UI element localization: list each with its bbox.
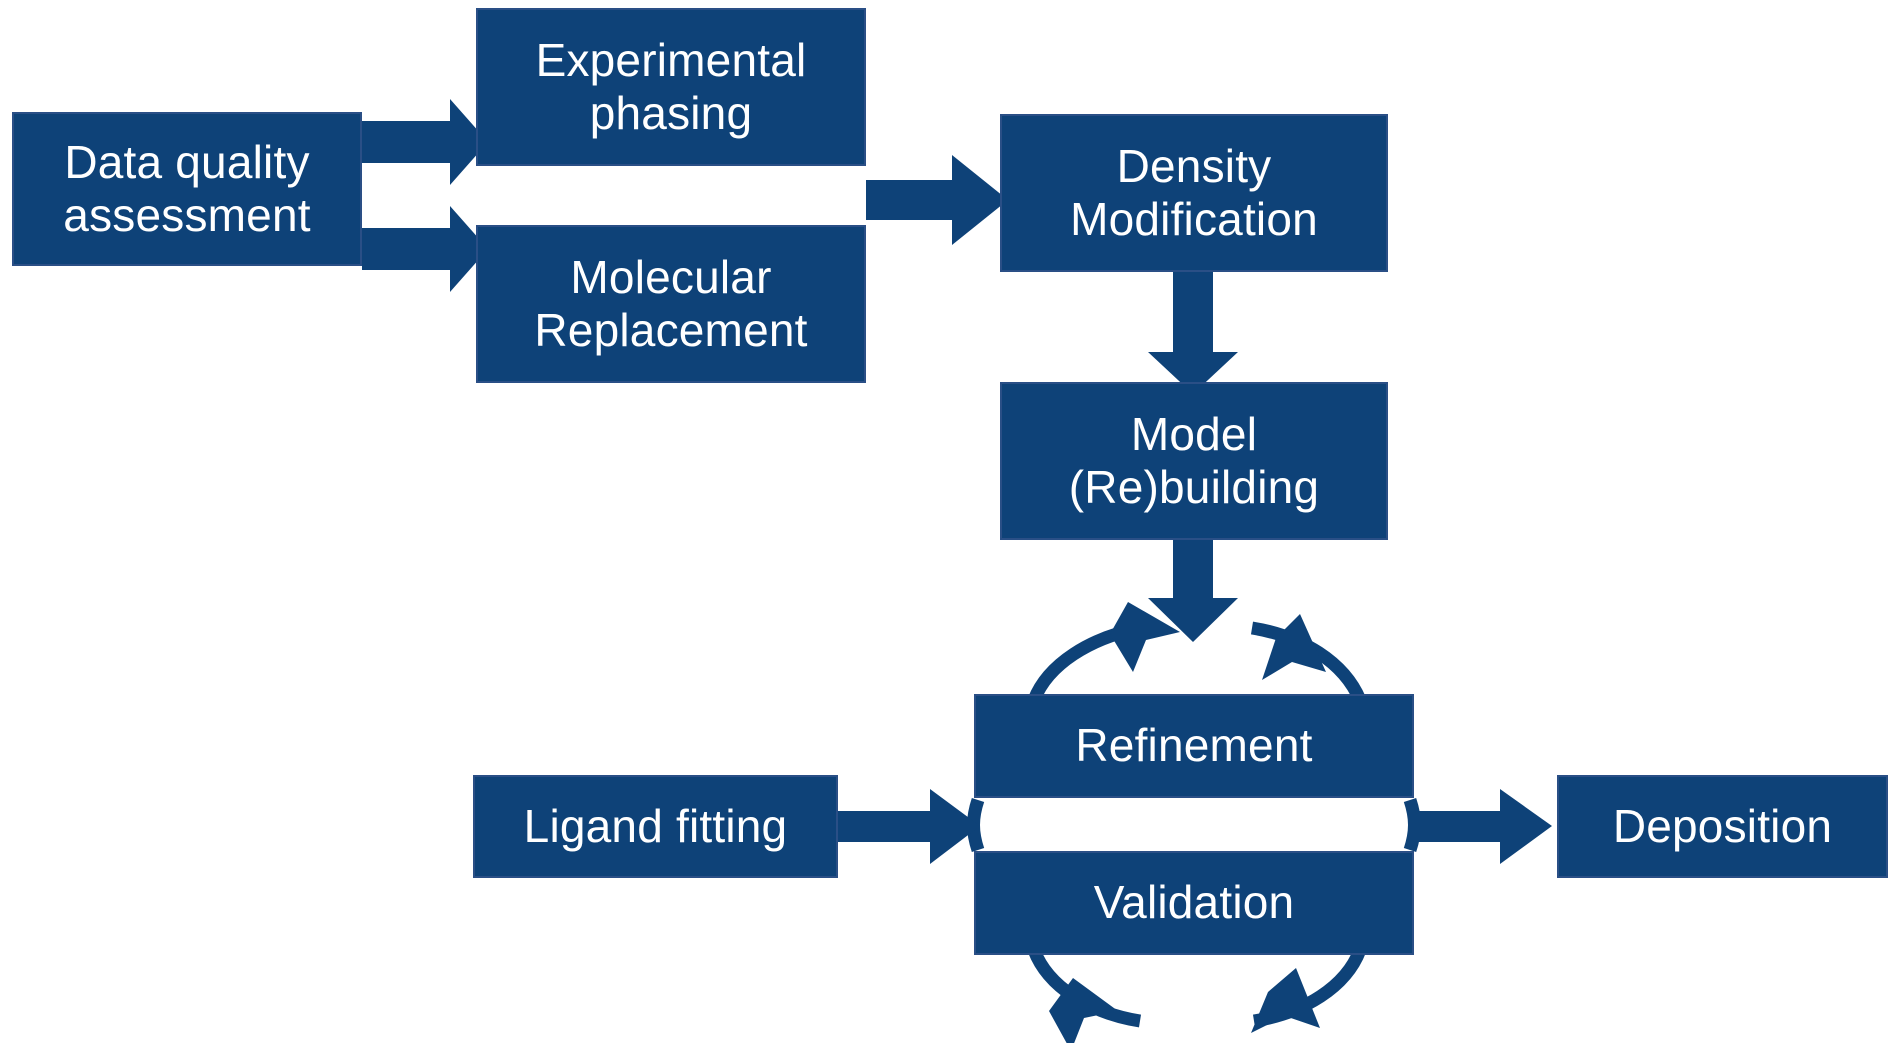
arrow-ligand-fitting-to-cycle <box>838 789 980 864</box>
cycle-arrowhead-top-left <box>1110 602 1180 672</box>
cycle-arrowhead-top-right <box>1262 614 1326 680</box>
arrow-dqa-to-experimental-phasing <box>362 99 488 185</box>
node-density-modification[interactable]: Density Modification <box>1000 114 1388 272</box>
arrow-density-modification-to-model-rebuilding <box>1148 272 1238 394</box>
arrow-model-rebuilding-to-cycle <box>1148 538 1238 642</box>
node-ligand-fitting[interactable]: Ligand fitting <box>473 775 838 878</box>
arrow-phasing-to-density-modification <box>866 155 1008 245</box>
node-deposition[interactable]: Deposition <box>1557 775 1888 878</box>
node-validation[interactable]: Validation <box>974 851 1414 955</box>
node-refinement[interactable]: Refinement <box>974 694 1414 798</box>
cycle-arc-top-right-stroke <box>1250 621 1366 703</box>
node-model-rebuilding[interactable]: Model (Re)building <box>1000 382 1388 540</box>
arrow-cycle-to-deposition <box>1410 789 1552 864</box>
node-experimental-phasing[interactable]: Experimental phasing <box>476 8 866 166</box>
cycle-arrowhead-bottom-left <box>1049 978 1118 1043</box>
node-data-quality-assessment[interactable]: Data quality assessment <box>12 112 362 266</box>
arrow-dqa-to-molecular-replacement <box>362 206 488 292</box>
node-molecular-replacement[interactable]: Molecular Replacement <box>476 225 866 383</box>
cycle-arrowhead-bottom-right <box>1251 968 1320 1033</box>
